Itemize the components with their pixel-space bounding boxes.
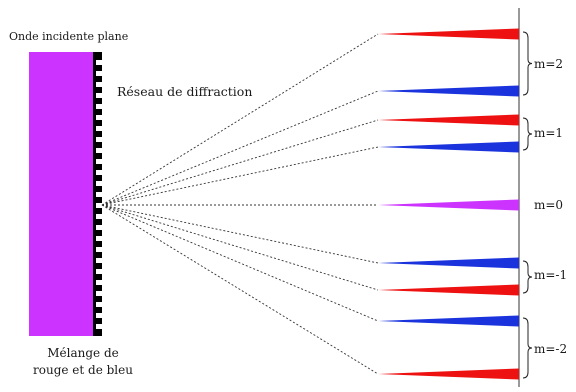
- diffracted-ray: [101, 204, 379, 375]
- grating-slit: [96, 313, 102, 318]
- mixture-label: Mélange de rouge et de bleu: [33, 345, 133, 379]
- order-brace: [522, 260, 533, 294]
- diffracted-ray: [101, 146, 379, 206]
- grating-slit: [96, 236, 102, 241]
- diffracted-rays: [101, 33, 379, 375]
- diffracted-ray: [101, 33, 379, 206]
- grating-label: Réseau de diffraction: [117, 84, 253, 99]
- grating-slit: [96, 258, 102, 263]
- beam-order--1-red: [378, 284, 519, 296]
- incident-wave-title: Onde incidente plane: [9, 30, 129, 43]
- grating-slit: [96, 247, 102, 252]
- grating-slit: [96, 291, 102, 296]
- grating-slit: [96, 60, 102, 65]
- beam-order--2-red: [378, 368, 519, 380]
- beam-order-1-blue: [378, 141, 519, 153]
- order-braces: [522, 31, 533, 379]
- grating-slit: [96, 269, 102, 274]
- grating-slit: [96, 115, 102, 120]
- diffracted-ray: [101, 204, 379, 322]
- grating-slit: [96, 225, 102, 230]
- diffracted-ray: [101, 119, 379, 206]
- order-brace: [522, 31, 533, 96]
- diffracted-ray: [101, 204, 379, 291]
- beam-order-2-red: [378, 28, 519, 40]
- grating-slit: [96, 82, 102, 87]
- order-brace: [522, 117, 533, 151]
- grating-slit: [96, 104, 102, 109]
- grating-slit: [96, 159, 102, 164]
- grating-slit: [96, 214, 102, 219]
- grating-slit: [96, 181, 102, 186]
- beam-order-1-red: [378, 114, 519, 126]
- spectral-beams: [378, 28, 519, 380]
- mixture-label-line1: Mélange de: [47, 346, 119, 360]
- grating-slit: [96, 302, 102, 307]
- incident-wave-block: [29, 52, 93, 336]
- order-brace: [522, 317, 533, 379]
- mixture-label-line2: rouge et de bleu: [33, 363, 133, 377]
- order-label-m0: m=0: [534, 198, 564, 212]
- order-label-m-1: m=-1: [534, 268, 568, 282]
- grating-slit: [96, 93, 102, 98]
- beam-order--2-blue: [378, 315, 519, 327]
- grating-slit: [96, 148, 102, 153]
- grating-slit: [96, 137, 102, 142]
- grating-slit: [96, 280, 102, 285]
- order-label-m-2: m=-2: [534, 342, 568, 356]
- grating-slits-icon: [93, 52, 102, 336]
- grating-slit: [96, 192, 102, 197]
- order-label-m2: m=2: [534, 57, 564, 71]
- beam-order-2-blue: [378, 85, 519, 97]
- beam-order-0-mixture: [378, 199, 519, 211]
- diffracted-ray: [101, 90, 379, 206]
- beam-order--1-blue: [378, 257, 519, 269]
- grating-slit: [96, 170, 102, 175]
- grating-slit: [96, 203, 102, 208]
- diffracted-ray: [101, 204, 379, 264]
- order-label-m1: m=1: [534, 126, 564, 140]
- grating-slit: [96, 126, 102, 131]
- grating-slit: [96, 71, 102, 76]
- grating-slit: [96, 324, 102, 329]
